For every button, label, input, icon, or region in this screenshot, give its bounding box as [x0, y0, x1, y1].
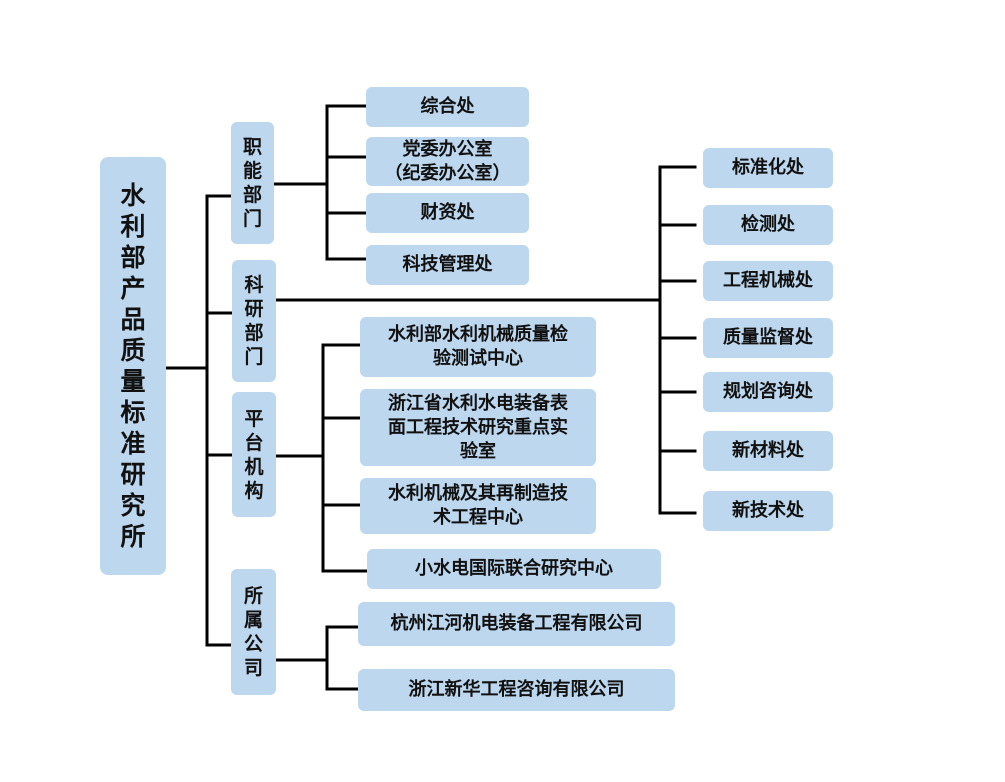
vertical-char: 部: [244, 322, 264, 344]
unit-party-office: 党委办公室 （纪委办公室）: [366, 137, 529, 186]
vertical-char: 研: [244, 298, 264, 320]
unit-testing-center: 水利部水利机械质量检 验测试中心: [360, 317, 596, 377]
root-node: 水利部产品质量标准研究所: [100, 157, 166, 575]
unit-engineering-machinery: 工程机械处: [703, 261, 833, 301]
vertical-char: 能: [242, 160, 262, 182]
unit-hangzhou-jianghe: 杭州江河机电装备工程有限公司: [358, 602, 675, 646]
vertical-char: 所: [243, 585, 263, 607]
vertical-char: 所: [120, 522, 146, 551]
unit-key-laboratory: 浙江省水利水电装备表 面工程技术研究重点实 验室: [360, 389, 596, 466]
dept-functional: 职能部门: [231, 122, 274, 244]
unit-quality-supervision: 质量监督处: [703, 318, 833, 358]
vertical-char: 平: [244, 407, 264, 430]
vertical-char: 构: [244, 479, 264, 502]
unit-general-office: 综合处: [366, 87, 529, 127]
vertical-char: 部: [120, 243, 146, 272]
vertical-char: 准: [120, 429, 146, 458]
unit-new-technology: 新技术处: [703, 491, 833, 531]
unit-small-hydro-center: 小水电国际联合研究中心: [367, 549, 661, 589]
vertical-char: 门: [242, 208, 262, 230]
vertical-char: 司: [243, 657, 263, 679]
vertical-char: 水: [120, 181, 146, 210]
unit-planning-consulting: 规划咨询处: [703, 372, 833, 412]
vertical-char: 量: [120, 367, 146, 396]
unit-zhejiang-xinhua: 浙江新华工程咨询有限公司: [358, 669, 675, 711]
dept-research: 科研部门: [232, 260, 276, 382]
unit-tech-management: 科技管理处: [366, 245, 529, 285]
vertical-char: 机: [244, 455, 264, 478]
vertical-char: 台: [244, 431, 264, 454]
vertical-char: 品: [120, 305, 146, 334]
vertical-char: 公: [243, 633, 263, 655]
unit-new-materials: 新材料处: [703, 431, 833, 471]
unit-remanufacturing-center: 水利机械及其再制造技 术工程中心: [360, 478, 596, 534]
vertical-char: 部: [242, 184, 262, 206]
vertical-char: 质: [120, 336, 146, 365]
vertical-char: 职: [242, 136, 262, 158]
vertical-char: 属: [243, 609, 263, 631]
unit-finance: 财资处: [366, 193, 529, 233]
vertical-char: 科: [244, 274, 264, 296]
dept-affiliated: 所属公司: [231, 569, 276, 695]
unit-standardization: 标准化处: [703, 148, 833, 188]
dept-platform: 平台机构: [232, 392, 276, 517]
vertical-char: 门: [244, 346, 264, 368]
vertical-char: 标: [120, 398, 146, 427]
vertical-char: 产: [120, 274, 146, 303]
vertical-char: 研: [120, 460, 146, 489]
vertical-char: 究: [120, 491, 146, 520]
vertical-char: 利: [120, 212, 146, 241]
unit-testing: 检测处: [703, 205, 833, 245]
